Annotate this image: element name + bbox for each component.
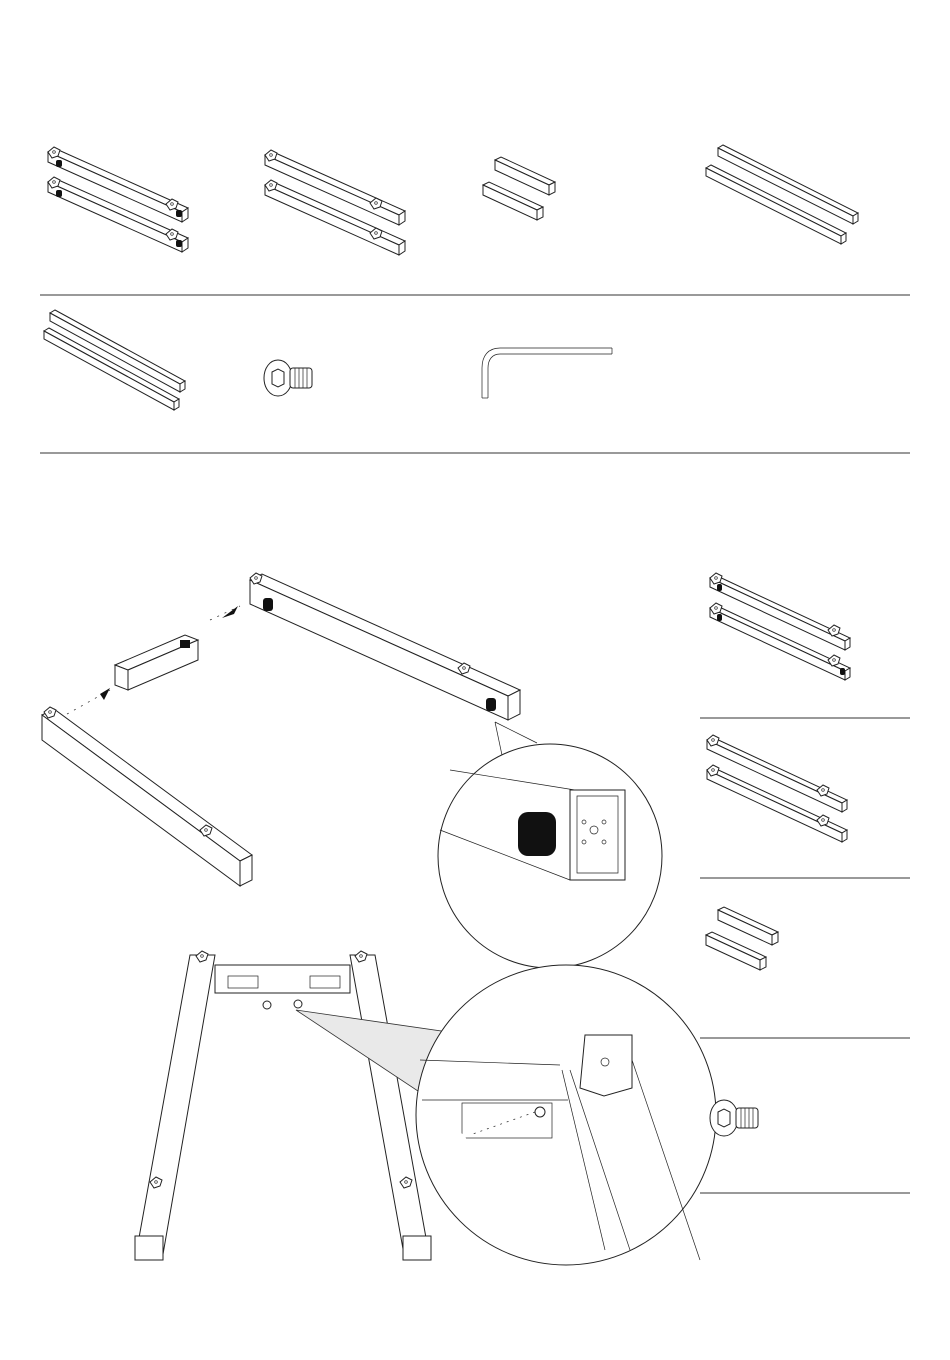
assembly-frame xyxy=(135,951,431,1260)
part-long-rails xyxy=(706,145,858,244)
part-side-rails-a xyxy=(48,147,188,252)
sidebar-part-rails-b xyxy=(707,735,847,842)
sidebar-part-connectors xyxy=(706,907,778,970)
part-hex-bolt xyxy=(264,360,312,396)
assembly-rail-top xyxy=(250,573,520,720)
part-short-connectors xyxy=(483,157,555,220)
assembly-rail-bottom xyxy=(42,707,252,886)
sidebar-part-hex-bolt xyxy=(710,1100,758,1136)
sidebar-part-rails-a xyxy=(710,573,850,680)
part-cross-bars xyxy=(44,310,185,410)
part-side-rails-b xyxy=(265,150,405,255)
part-allen-key xyxy=(482,348,612,398)
zoom-detail-rail-end xyxy=(438,722,662,968)
zoom-detail-bolt-insert xyxy=(296,965,716,1265)
assembly-connector xyxy=(115,635,198,690)
